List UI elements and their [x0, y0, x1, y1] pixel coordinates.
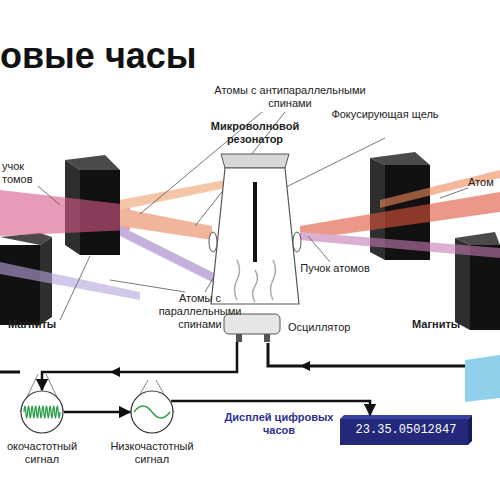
resonator-shape [207, 152, 303, 310]
signal-shape [20, 390, 64, 434]
leader-line [440, 188, 468, 198]
signal-wave [134, 406, 170, 418]
signal-circle: окочастотный сигнал [20, 390, 64, 434]
leader-lines [38, 112, 468, 320]
wire [268, 343, 470, 366]
node-label: Дисплей цифровых часов [224, 411, 334, 437]
resonator-box: Микроволновой резонатор [207, 152, 303, 310]
signal-wave [24, 406, 60, 418]
part-name: Магниты [412, 318, 482, 331]
wire-arrow [300, 361, 310, 371]
node-value: 23.35.05012847 [340, 424, 472, 437]
display-side [468, 415, 472, 445]
microwave-arrow [253, 270, 258, 302]
part-name: Магниты [8, 318, 78, 331]
annotation: Пучок атомов [300, 262, 370, 275]
node-label: Осциллятор [288, 321, 350, 334]
oscillator-pin [236, 334, 242, 342]
microwave-arrow [235, 260, 240, 300]
resonator-top [221, 154, 289, 168]
node-label: Микроволновой резонатор [187, 120, 323, 146]
node-label: Низкочастотный сигнал [100, 440, 204, 466]
title: овые часы [0, 36, 197, 76]
node-label: окочастотный сигнал [0, 440, 84, 466]
beam-port [293, 232, 301, 252]
annotation: Фокусирующая щель [325, 108, 445, 121]
signal-circle-outline [131, 391, 173, 433]
wire [0, 371, 20, 374]
annotation: Атомы с параллельными спинами [140, 292, 260, 331]
atom-beam [0, 190, 130, 236]
cropped-box [465, 355, 500, 402]
leader-line [60, 256, 90, 320]
display-top [340, 415, 472, 419]
signal-circle: Низкочастотный сигнал [130, 390, 174, 434]
focusing-slit [253, 182, 257, 262]
annotation: Атом [468, 176, 500, 189]
signal-shape [130, 390, 174, 434]
magnet-front [470, 245, 500, 330]
atom-beam-parallel [0, 262, 140, 300]
resonator-body [211, 168, 299, 304]
leader-line [38, 186, 60, 205]
leader-line [110, 280, 185, 292]
annotation: Атомы с антипараллельными спинами [200, 84, 380, 110]
beam-port [209, 232, 217, 252]
atom-beam [380, 170, 500, 208]
atom-beam [300, 232, 500, 258]
signal-circle-outline [21, 391, 63, 433]
wire-arrow [110, 367, 120, 377]
wires [0, 343, 470, 372]
oscillator-pin [264, 334, 270, 342]
microwave-arrow [271, 260, 276, 300]
magnet-front [0, 245, 40, 325]
annotation: учок томов [2, 160, 52, 186]
clock-display: Дисплей цифровых часов23.35.05012847 [340, 415, 472, 445]
leader-line [308, 236, 330, 262]
signal-wire [64, 411, 130, 414]
signal-wire [42, 342, 237, 390]
